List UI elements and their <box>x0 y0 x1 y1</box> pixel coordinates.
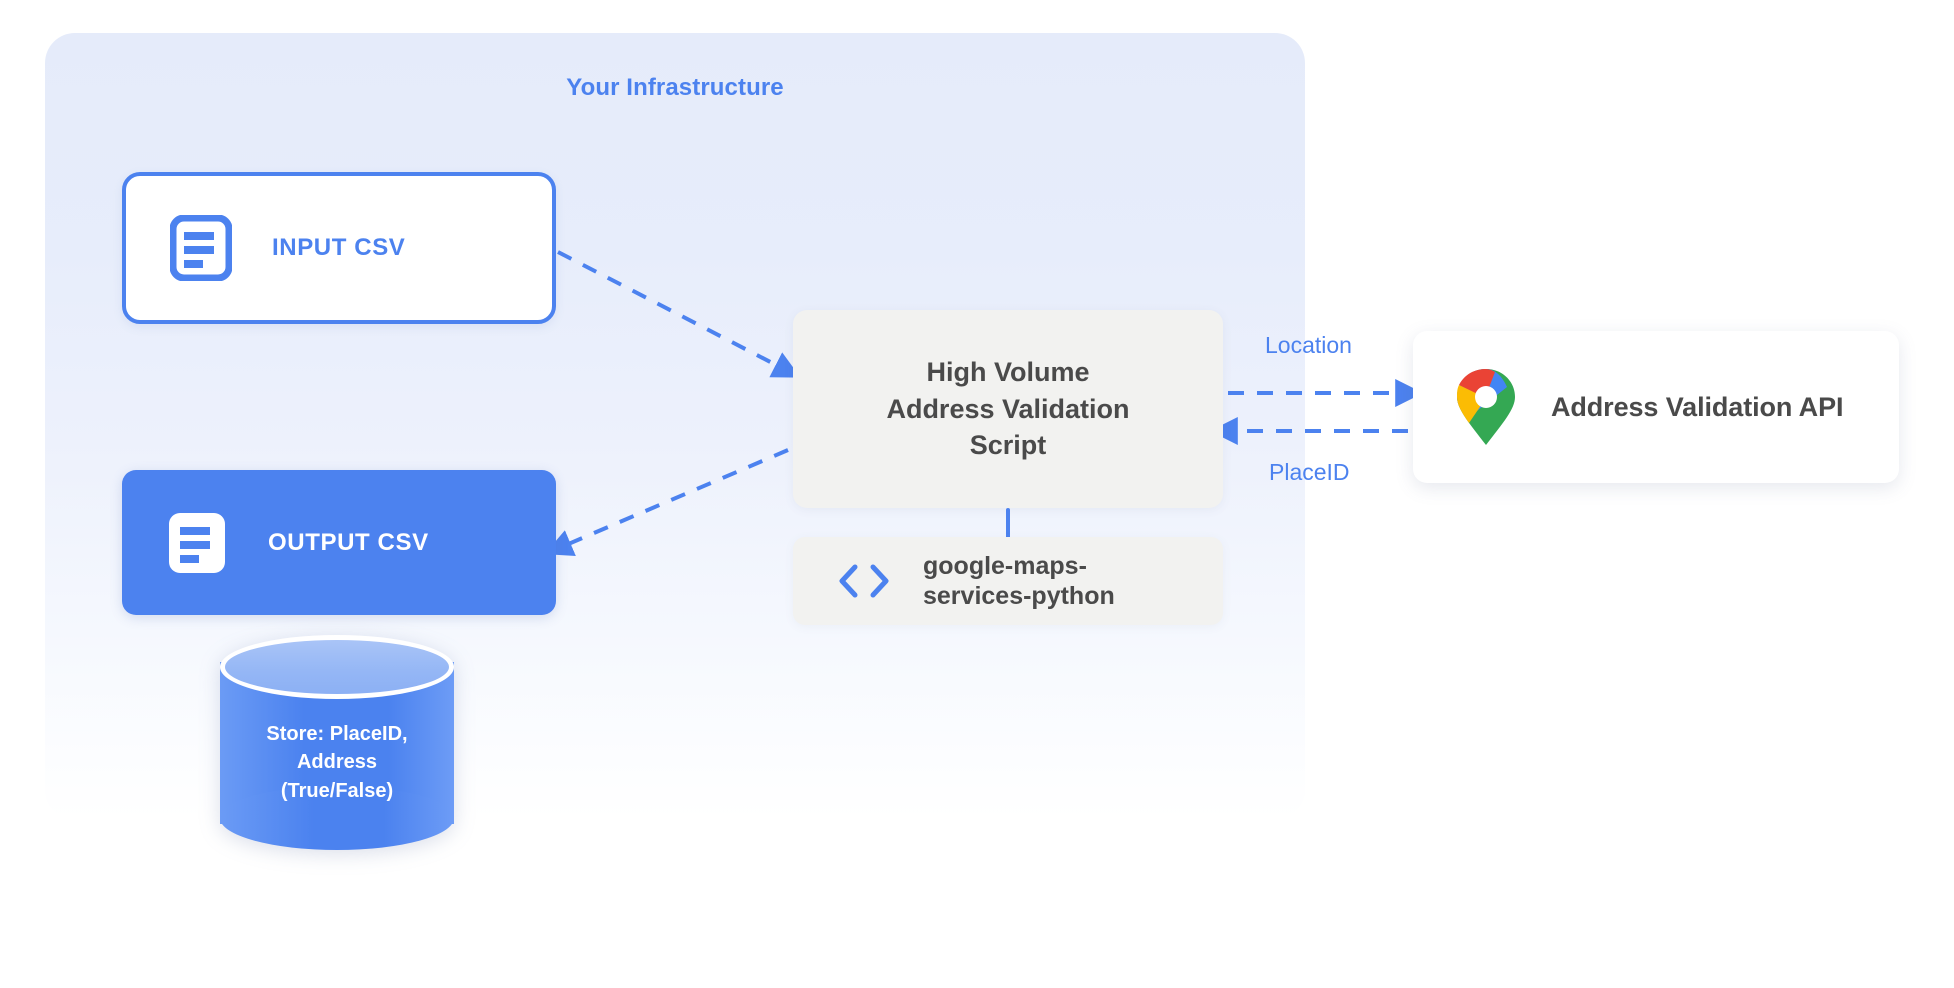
input-csv-node[interactable]: INPUT CSV <box>122 172 556 324</box>
edge-label-placeid: PlaceID <box>1269 459 1350 485</box>
script-node[interactable]: High Volume Address Validation Script <box>793 310 1223 508</box>
api-label: Address Validation API <box>1551 391 1844 422</box>
document-icon <box>170 215 232 281</box>
output-csv-label: OUTPUT CSV <box>268 528 429 556</box>
cylinder-bottom <box>220 786 454 850</box>
script-library-connector <box>1006 508 1010 540</box>
cylinder-top <box>220 635 454 699</box>
address-validation-api-node[interactable]: Address Validation API <box>1413 331 1899 483</box>
code-brackets-icon <box>839 564 889 598</box>
edge-label-location: Location <box>1265 332 1352 358</box>
library-label: google-maps- services-python <box>923 551 1115 612</box>
script-title-line3: Script <box>969 430 1047 461</box>
input-csv-label: INPUT CSV <box>272 234 406 261</box>
script-title-line2: Address Validation <box>886 393 1130 424</box>
datastore-label-line3: (True/False) <box>280 779 394 802</box>
datastore-label-line2: Address <box>296 751 378 774</box>
datastore-node[interactable]: Store: PlaceID, Address (True/False) <box>213 628 461 858</box>
script-title: High Volume Address Validation Script <box>886 354 1129 465</box>
library-label-line1: google-maps- <box>923 551 1087 580</box>
google-maps-pin-icon <box>1457 369 1515 445</box>
datastore-label: Store: PlaceID, Address (True/False) <box>213 720 461 805</box>
output-csv-node[interactable]: OUTPUT CSV <box>122 470 556 615</box>
panel-title: Your Infrastructure <box>566 74 784 101</box>
library-node[interactable]: google-maps- services-python <box>793 537 1223 625</box>
document-icon <box>169 512 225 573</box>
library-label-line2: services-python <box>923 582 1115 610</box>
script-title-line1: High Volume <box>926 356 1090 387</box>
datastore-label-line1: Store: PlaceID, <box>266 723 408 745</box>
